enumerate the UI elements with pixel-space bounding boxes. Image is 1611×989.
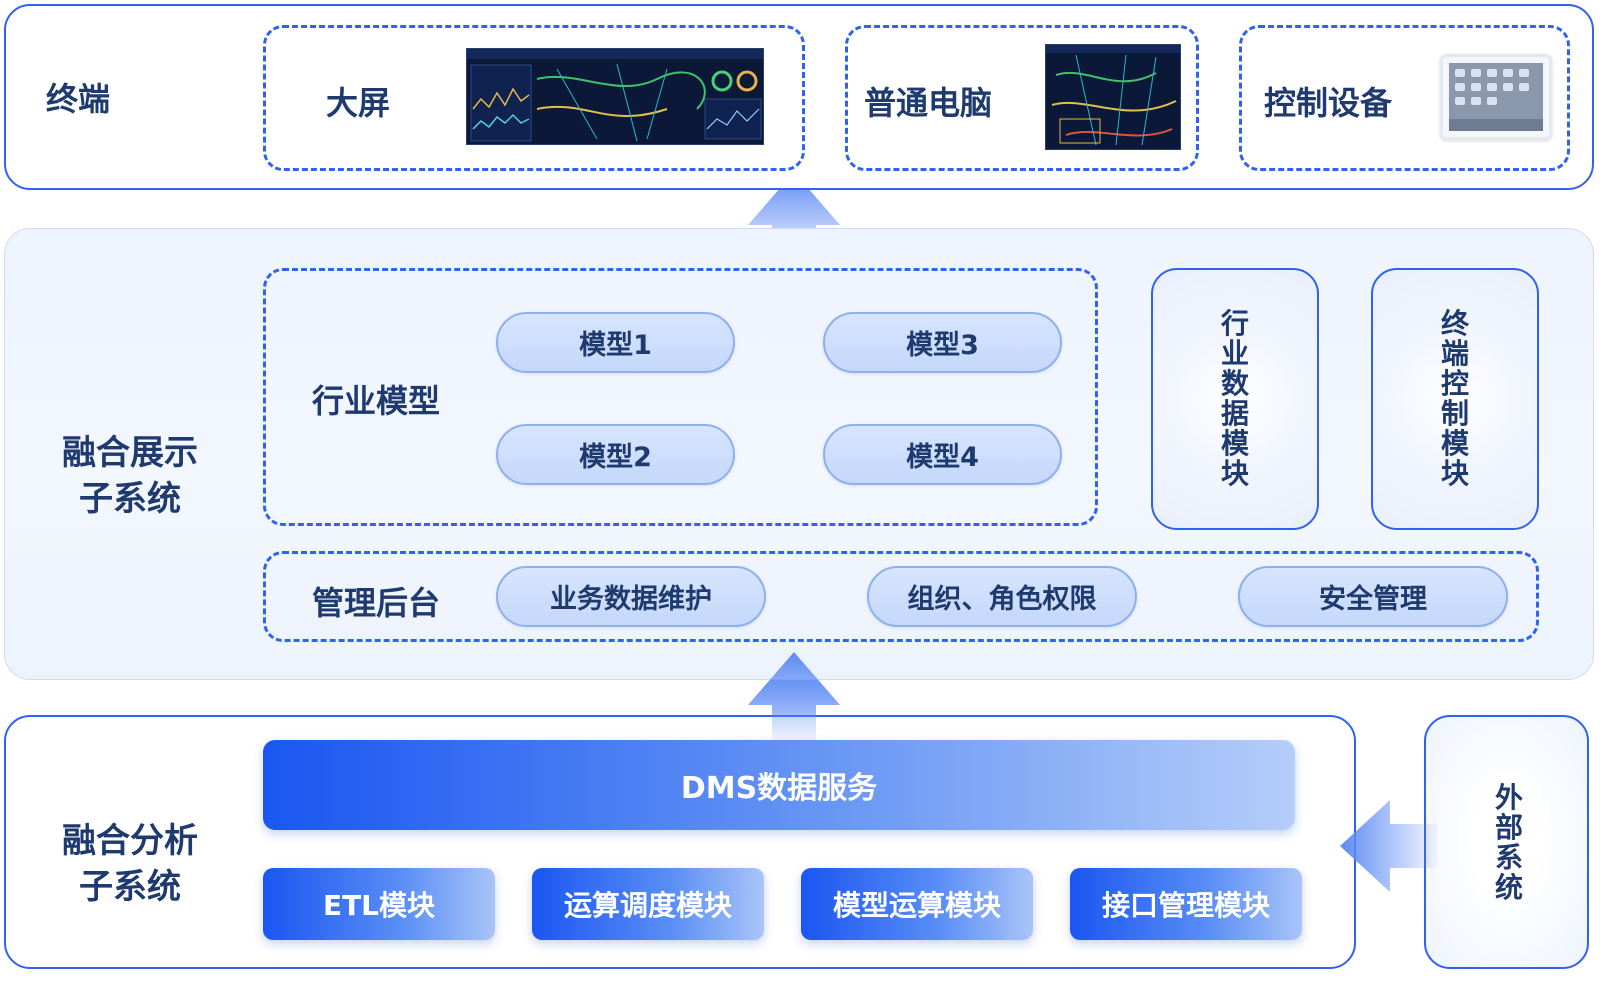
industry-model-box xyxy=(263,268,1098,526)
pc-thumbnail xyxy=(1045,44,1181,150)
fusion-analysis-title: 融合分析 子系统 xyxy=(40,818,220,910)
fusion-analysis-title-line2: 子系统 xyxy=(79,867,181,907)
admin-backend-box xyxy=(263,551,1539,642)
big-screen-box xyxy=(263,25,805,171)
interface-management-module-button[interactable]: 接口管理模块 xyxy=(1070,868,1302,940)
terminal-control-module-label: 终端控制模块 xyxy=(1440,307,1469,490)
admin-backend-label: 管理后台 xyxy=(312,584,441,622)
model-4-pill[interactable]: 模型4 xyxy=(823,424,1062,485)
fusion-analysis-title-line1: 融合分析 xyxy=(62,821,198,861)
org-role-permission-pill[interactable]: 组织、角色权限 xyxy=(867,566,1137,627)
arrow-left-external-to-analysis xyxy=(1340,800,1438,892)
tablet-icon xyxy=(1440,54,1552,140)
model-compute-module-button[interactable]: 模型运算模块 xyxy=(801,868,1033,940)
pc-box xyxy=(845,25,1199,171)
dashboard-map-icon xyxy=(467,49,763,142)
pc-label: 普通电脑 xyxy=(864,84,993,122)
control-box xyxy=(1239,25,1570,171)
security-management-pill[interactable]: 安全管理 xyxy=(1238,566,1508,627)
etl-module-button[interactable]: ETL模块 xyxy=(263,868,495,940)
model-2-pill[interactable]: 模型2 xyxy=(496,424,735,485)
terminal-title: 终端 xyxy=(46,80,111,118)
fusion-display-title-line2: 子系统 xyxy=(79,479,181,519)
model-1-pill[interactable]: 模型1 xyxy=(496,312,735,373)
dms-data-service-bar[interactable]: DMS数据服务 xyxy=(263,740,1295,830)
industry-data-module-box[interactable]: 行业数据模块 xyxy=(1151,268,1319,530)
big-screen-thumbnail xyxy=(466,48,764,145)
pc-map-icon xyxy=(1046,45,1180,146)
big-screen-label: 大屏 xyxy=(326,84,391,122)
terminal-control-module-box[interactable]: 终端控制模块 xyxy=(1371,268,1539,530)
fusion-display-title: 融合展示 子系统 xyxy=(40,430,220,522)
control-label: 控制设备 xyxy=(1264,84,1393,122)
compute-scheduling-module-button[interactable]: 运算调度模块 xyxy=(532,868,764,940)
arrow-up-analysis-tail xyxy=(748,652,840,750)
tablet-screen-icon xyxy=(1449,63,1543,131)
industry-model-label: 行业模型 xyxy=(312,382,441,420)
arrow-up-display-to-terminal xyxy=(748,172,840,270)
business-data-maintenance-pill[interactable]: 业务数据维护 xyxy=(496,566,766,627)
fusion-display-title-line1: 融合展示 xyxy=(62,433,198,473)
industry-data-module-label: 行业数据模块 xyxy=(1220,307,1249,490)
external-system-box xyxy=(1424,715,1589,969)
external-system-label: 外部系统 xyxy=(1494,781,1523,904)
model-3-pill[interactable]: 模型3 xyxy=(823,312,1062,373)
